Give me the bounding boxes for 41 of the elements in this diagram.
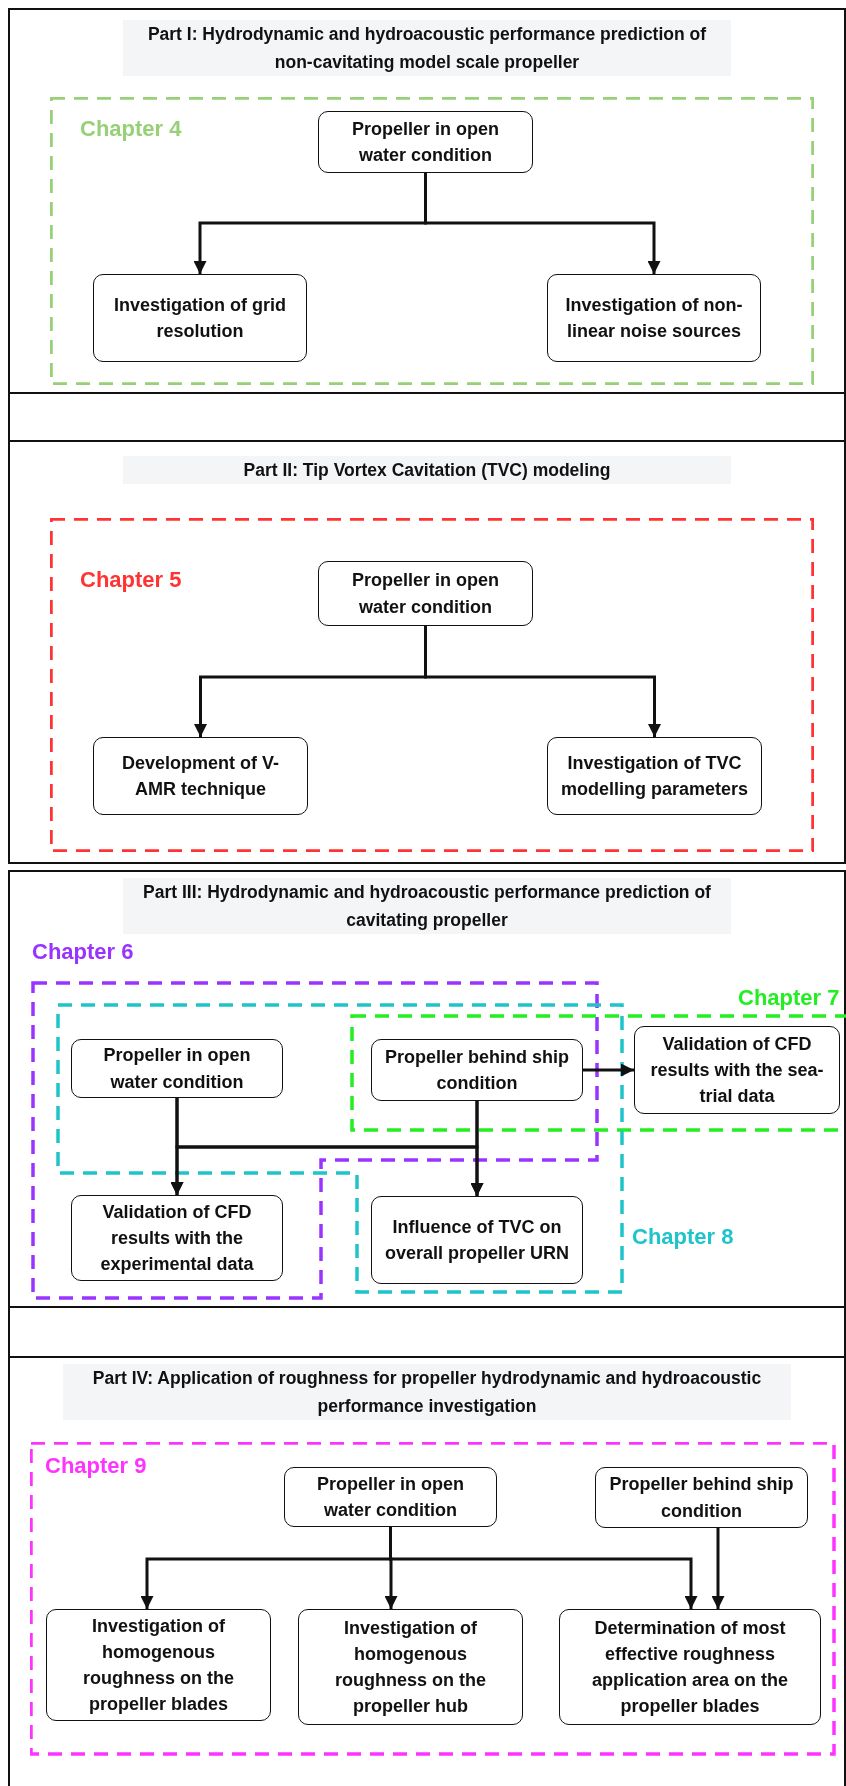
process-box: Development of V-AMR technique: [93, 737, 308, 815]
process-box: Influence of TVC on overall propeller URN: [371, 1196, 583, 1284]
process-box: Investigation of TVC modelling parameters: [547, 737, 762, 815]
process-box: Propeller behind ship condition: [595, 1467, 808, 1528]
section-panel: [8, 440, 846, 864]
process-box: Validation of CFD results with the experimental data: [71, 1195, 283, 1281]
section-title: Part I: Hydrodynamic and hydroacoustic performance prediction of non-cavitating model scale propeller: [123, 20, 731, 76]
process-box: Validation of CFD results with the sea-trial data: [634, 1026, 840, 1114]
spacer-band: [8, 1306, 846, 1358]
process-box: Propeller in open water condition: [318, 111, 533, 173]
process-box: Investigation of non-linear noise sources: [547, 274, 761, 362]
arrow: [583, 1063, 634, 1077]
chapter-label: Chapter 6: [32, 938, 134, 966]
chapter-frame: [50, 97, 814, 385]
section-title: Part III: Hydrodynamic and hydroacoustic performance prediction of cavitating propeller: [123, 878, 731, 934]
section-title: Part IV: Application of roughness for propeller hydrodynamic and hydroacoustic performance investigation: [63, 1364, 791, 1420]
process-box: Investigation of homogenous roughness on the propeller blades: [46, 1609, 271, 1721]
process-box: Propeller in open water condition: [71, 1039, 283, 1098]
chapter-label: Chapter 9: [45, 1452, 147, 1480]
arrow: [424, 626, 661, 737]
process-box: Propeller behind ship condition: [371, 1039, 583, 1101]
process-box: Determination of most effective roughness application area on the propeller blades: [559, 1609, 821, 1725]
section-panel: [8, 8, 846, 394]
chapter-label: Chapter 8: [632, 1223, 734, 1251]
arrow: [711, 1528, 725, 1609]
spacer-band: [8, 392, 846, 442]
process-box: Propeller in open water condition: [318, 561, 533, 626]
chapter-label: Chapter 5: [80, 566, 182, 594]
process-box: Investigation of homogenous roughness on the propeller hub: [298, 1609, 523, 1725]
process-box: Investigation of grid resolution: [93, 274, 307, 362]
chapter-frame: [30, 1442, 836, 1756]
chapter-label: Chapter 7: [738, 984, 840, 1012]
arrow: [470, 1101, 484, 1196]
arrow: [424, 173, 661, 274]
chapter-label: Chapter 4: [80, 115, 182, 143]
section-panel: [8, 870, 846, 1308]
chapter-frame: [50, 518, 814, 852]
process-box: Propeller in open water condition: [284, 1467, 497, 1527]
arrow: [389, 1527, 698, 1609]
section-title: Part II: Tip Vortex Cavitation (TVC) modeling: [123, 456, 731, 484]
section-panel: [8, 1356, 846, 1786]
